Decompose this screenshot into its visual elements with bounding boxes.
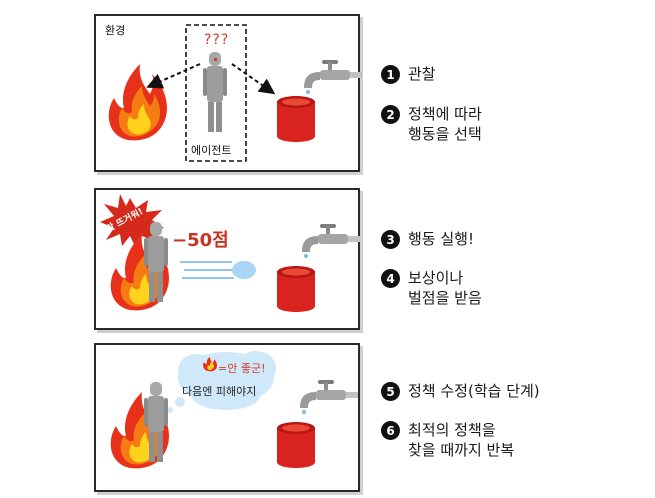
burst-icon <box>100 194 164 248</box>
step-text: 관찰 <box>408 65 436 83</box>
faucet-icon <box>304 60 362 94</box>
step-number: 3 <box>381 230 400 249</box>
robot-agent-icon-3 <box>144 382 168 462</box>
agent-label: 에이전트 <box>191 144 232 157</box>
step-number: 5 <box>381 382 400 401</box>
step-6: 6 최적의 정책을 찾을 때까지 반복 <box>381 420 514 460</box>
agent-dashed-box <box>185 24 247 162</box>
bucket-icon-2 <box>277 266 315 312</box>
penalty-text: −50점 <box>172 230 229 251</box>
dust-cloud <box>232 261 256 279</box>
step-text: 최적의 정책을 찾을 때까지 반복 <box>408 421 515 459</box>
environment-label: 환경 <box>105 24 126 37</box>
step-text: 정책 수정(학습 단계) <box>408 382 540 400</box>
bucket-icon <box>277 96 315 142</box>
question-marks: ??? <box>204 32 230 48</box>
step-text: 행동 실행! <box>408 230 474 248</box>
step-2: 2 정책에 따라 행동을 선택 <box>381 104 482 144</box>
step-4: 4 보상이나 벌점을 받음 <box>381 268 482 308</box>
bubble-line2: 다음엔 피해야지 <box>182 385 257 398</box>
bubble-line1: =안 좋군! <box>218 362 266 375</box>
bucket-icon-3 <box>277 422 315 468</box>
faucet-icon-2 <box>302 224 360 258</box>
robot-agent-icon <box>203 52 227 132</box>
thought-bubble <box>167 351 276 413</box>
robot-agent-icon-2 <box>144 222 168 302</box>
step-number: 2 <box>381 105 400 124</box>
step-text: 정책에 따라 행동을 선택 <box>408 105 482 143</box>
step-1: 1 관찰 <box>381 64 436 84</box>
step-5: 5 정책 수정(학습 단계) <box>381 381 540 401</box>
motion-lines <box>180 261 236 279</box>
step-number: 4 <box>381 269 400 288</box>
step-number: 6 <box>381 421 400 440</box>
arrow-to-fire <box>146 63 201 89</box>
arrow-to-bucket <box>231 63 276 95</box>
step-3: 3 행동 실행! <box>381 229 474 249</box>
step-text: 보상이나 벌점을 받음 <box>408 269 482 307</box>
faucet-icon-3 <box>300 380 358 414</box>
small-fire-icon <box>203 357 218 372</box>
fire-icon <box>108 64 167 141</box>
step-number: 1 <box>381 65 400 84</box>
